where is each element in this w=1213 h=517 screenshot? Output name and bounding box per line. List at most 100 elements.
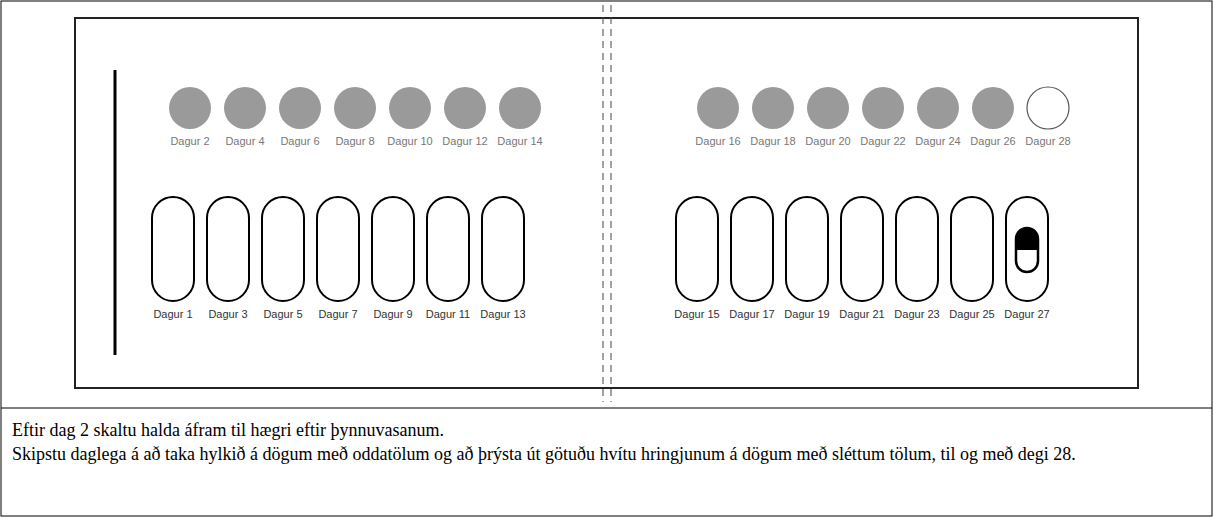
day-label: Dagur 24 xyxy=(910,135,966,147)
pill-shape xyxy=(690,85,746,131)
pill-shape xyxy=(910,85,966,131)
pocket-outline xyxy=(951,197,993,301)
day-label: Dagur 20 xyxy=(800,135,856,147)
pocket-outline xyxy=(207,197,249,301)
pill-circle: Dagur 26 xyxy=(965,85,1021,149)
white-ring xyxy=(1027,87,1069,129)
day-label: Dagur 3 xyxy=(200,308,256,320)
grey-pill xyxy=(807,87,849,129)
pocket-outline xyxy=(482,197,524,301)
pocket-outline xyxy=(896,197,938,301)
pocket-outline xyxy=(786,197,828,301)
grey-pill xyxy=(752,87,794,129)
capsule-pocket: Dagur 3 xyxy=(200,196,256,322)
capsule-pocket: Dagur 15 xyxy=(669,196,725,322)
pocket-shape xyxy=(779,196,835,304)
capsule-pocket: Dagur 21 xyxy=(834,196,890,322)
capsule-pocket: Dagur 5 xyxy=(255,196,311,322)
pocket-outline xyxy=(841,197,883,301)
day-label: Dagur 6 xyxy=(272,135,328,147)
pill-shape xyxy=(1020,85,1076,131)
pill-circle: Dagur 20 xyxy=(800,85,856,149)
pill-circle: Dagur 22 xyxy=(855,85,911,149)
day-label: Dagur 15 xyxy=(669,308,725,320)
pill-shape xyxy=(745,85,801,131)
pill-circle: Dagur 18 xyxy=(745,85,801,149)
capsule-pocket: Dagur 19 xyxy=(779,196,835,322)
pocket-shape xyxy=(420,196,476,304)
pill-circle: Dagur 16 xyxy=(690,85,746,149)
pill-shape xyxy=(272,85,328,131)
pill-circle: Dagur 24 xyxy=(910,85,966,149)
grey-pill xyxy=(862,87,904,129)
capsule-half xyxy=(1016,228,1038,250)
day-label: Dagur 7 xyxy=(310,308,366,320)
capsule-pocket: Dagur 13 xyxy=(475,196,531,322)
grey-pill xyxy=(389,87,431,129)
capsule-pocket: Dagur 23 xyxy=(889,196,945,322)
pill-shape xyxy=(965,85,1021,131)
day-label: Dagur 2 xyxy=(162,135,218,147)
pocket-shape xyxy=(999,196,1055,304)
instruction-text: Eftir dag 2 skaltu halda áfram til hægri… xyxy=(12,418,1112,442)
pocket-outline xyxy=(152,197,194,301)
pocket-outline xyxy=(372,197,414,301)
pill-circle: Dagur 8 xyxy=(327,85,383,149)
pocket-shape xyxy=(365,196,421,304)
grey-pill xyxy=(279,87,321,129)
pocket-outline xyxy=(1006,197,1048,301)
pocket-shape xyxy=(200,196,256,304)
fold-line xyxy=(611,5,612,402)
pill-shape xyxy=(162,85,218,131)
pill-circle: Dagur 4 xyxy=(217,85,273,149)
pocket-shape xyxy=(724,196,780,304)
day-label: Dagur 25 xyxy=(944,308,1000,320)
pill-circle: Dagur 2 xyxy=(162,85,218,149)
day-label: Dagur 28 xyxy=(1020,135,1076,147)
grey-pill xyxy=(499,87,541,129)
pocket-shape xyxy=(475,196,531,304)
pocket-shape xyxy=(834,196,890,304)
day-label: Dagur 9 xyxy=(365,308,421,320)
day-label: Dagur 21 xyxy=(834,308,890,320)
pill-shape xyxy=(217,85,273,131)
grey-pill xyxy=(169,87,211,129)
capsule-pocket: Dagur 7 xyxy=(310,196,366,322)
day-label: Dagur 4 xyxy=(217,135,273,147)
day-label: Dagur 26 xyxy=(965,135,1021,147)
pocket-outline xyxy=(676,197,718,301)
pocket-outline xyxy=(262,197,304,301)
pocket-shape xyxy=(255,196,311,304)
pocket-outline xyxy=(317,197,359,301)
day-label: Dagur 8 xyxy=(327,135,383,147)
day-label: Dagur 19 xyxy=(779,308,835,320)
capsule xyxy=(1016,228,1038,272)
day-label: Dagur 22 xyxy=(855,135,911,147)
capsule-pocket: Dagur 9 xyxy=(365,196,421,322)
day-label: Dagur 23 xyxy=(889,308,945,320)
pill-shape xyxy=(327,85,383,131)
day-label: Dagur 16 xyxy=(690,135,746,147)
pocket-shape xyxy=(310,196,366,304)
left-bar xyxy=(114,70,117,355)
day-label: Dagur 17 xyxy=(724,308,780,320)
day-label: Dagur 5 xyxy=(255,308,311,320)
grey-pill xyxy=(972,87,1014,129)
day-label: Dagur 18 xyxy=(745,135,801,147)
fold-line xyxy=(603,5,604,402)
pocket-shape xyxy=(944,196,1000,304)
capsule-pocket: Dagur 25 xyxy=(944,196,1000,322)
day-label: Dagur 27 xyxy=(999,308,1055,320)
pill-circle: Dagur 14 xyxy=(492,85,548,149)
pill-circle: Dagur 6 xyxy=(272,85,328,149)
day-label: Dagur 11 xyxy=(420,308,476,320)
pill-shape xyxy=(855,85,911,131)
pocket-shape xyxy=(889,196,945,304)
capsule-pocket: Dagur 27 xyxy=(999,196,1055,322)
divider-line xyxy=(1,408,1212,409)
instruction-text: Skipstu daglega á að taka hylkið á dögum… xyxy=(12,442,1112,466)
pill-circle: Dagur 28 xyxy=(1020,85,1076,149)
pocket-shape xyxy=(669,196,725,304)
pill-shape xyxy=(492,85,548,131)
